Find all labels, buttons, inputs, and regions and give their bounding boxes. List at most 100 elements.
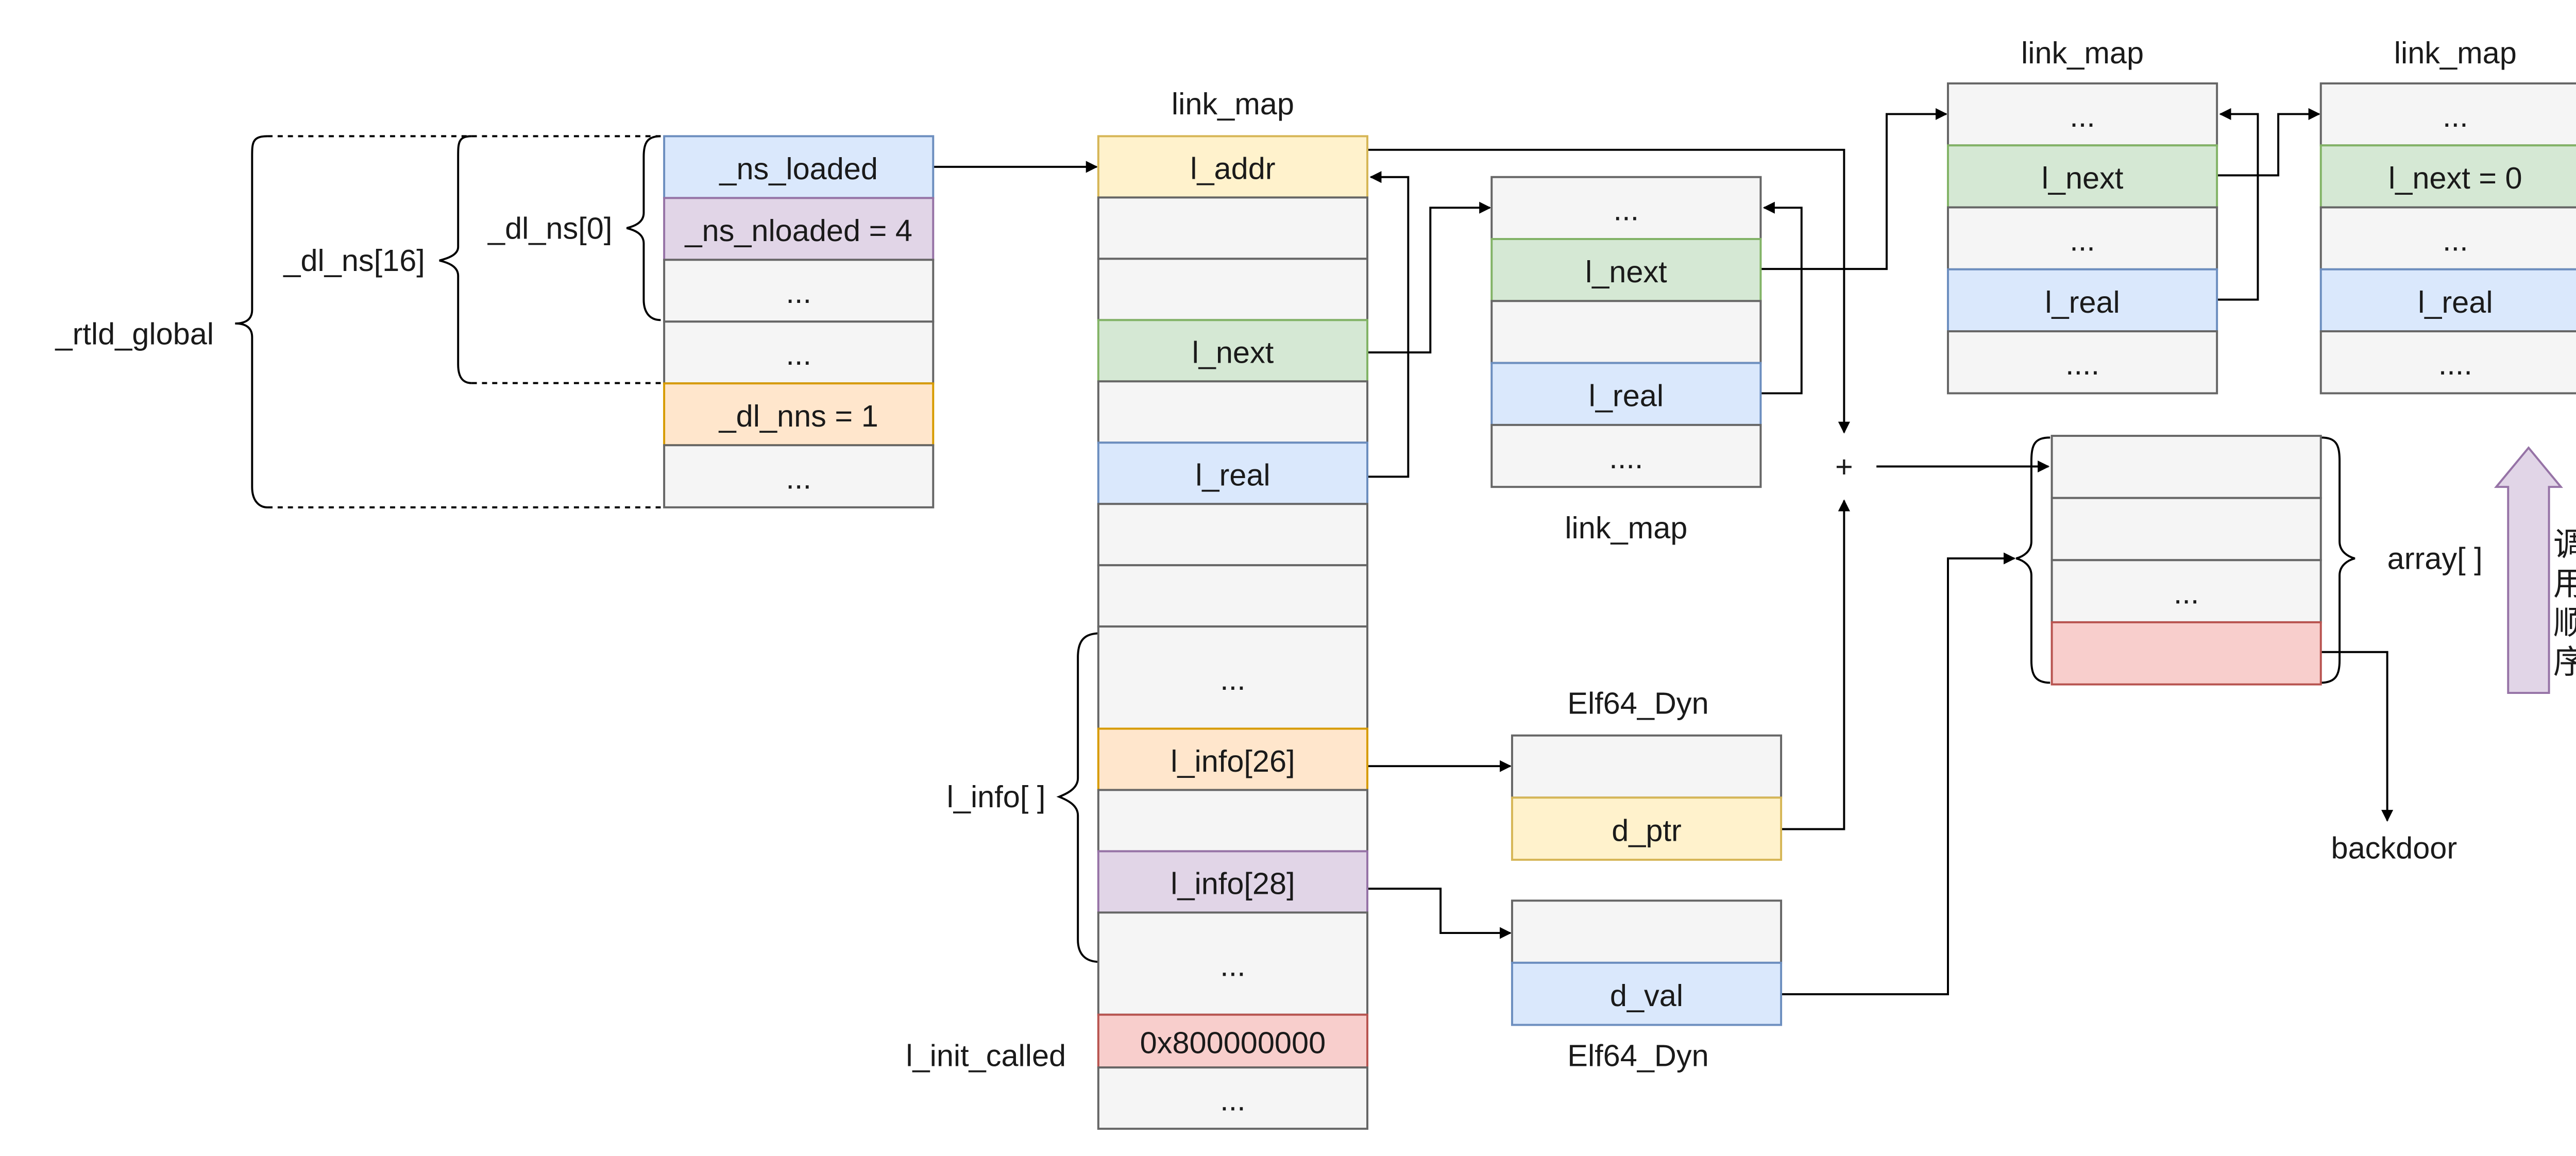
link-map-main-cell-label: l_real	[1195, 458, 1270, 492]
arrow-l-info28-to-dyn	[1367, 888, 1512, 939]
label-plus: +	[1835, 449, 1853, 484]
link-map-2-cell	[1490, 300, 1762, 364]
link-map-main-cell-label: l_addr	[1190, 151, 1275, 186]
link-map-main-cell	[1097, 1013, 1368, 1069]
link-map-4-cell	[2319, 330, 2576, 395]
link-map-main-cell	[1097, 441, 1368, 505]
link-map-main-cell-label: ...	[1220, 662, 1246, 696]
link-map-4-cell	[2319, 82, 2576, 147]
label-call-order: 调用顺序	[2553, 527, 2576, 681]
connectors	[235, 108, 2394, 996]
link-map-main-cell	[1097, 625, 1368, 730]
link-map-2-cell	[1490, 423, 1762, 488]
link-map-main-cell-label: l_next	[1192, 335, 1274, 370]
link-map-main-cell-label: ...	[1220, 948, 1246, 982]
link-map-3-cell	[1946, 82, 2218, 147]
link-map-3-cell	[1946, 330, 2218, 395]
arrow-l-addr-to-plus	[1367, 148, 1850, 434]
label-link-map-2: link_map	[1565, 511, 1687, 545]
call-order-char: 序	[2553, 644, 2576, 681]
rtld-cell	[663, 135, 935, 199]
elf64-dyn-2-cell-label: d_val	[1610, 978, 1683, 1013]
link-map-4-cell-label: ...	[2443, 223, 2468, 257]
call-order-char: 调	[2553, 527, 2576, 563]
link-map-main-struct: l_addr l_next l_real... l_info[26] l_info[28…	[1097, 135, 1368, 1130]
brace-rtld-global	[235, 135, 268, 508]
elf64-dyn-2-struct: d_val	[1511, 899, 1783, 1026]
link-map-3-cell	[1946, 144, 2218, 209]
elf64-dyn-1-cell	[1511, 734, 1783, 799]
elf64-dyn-1-cell	[1511, 796, 1783, 861]
label-l-info: l_info[ ]	[947, 779, 1046, 814]
link-map-3-struct: ...l_next...l_real....	[1946, 82, 2218, 395]
rtld-cell-label: _ns_nloaded = 4	[684, 213, 912, 248]
link-map-main-cell-label: l_info[28]	[1171, 866, 1295, 901]
link-map-3-cell-label: l_next	[2042, 161, 2124, 195]
label-backdoor: backdoor	[2331, 830, 2458, 865]
rtld-cell	[663, 197, 935, 261]
link-map-3-cell-label: ...	[2070, 223, 2095, 257]
label-l-init-called: l_init_called	[906, 1039, 1066, 1073]
elf64-dyn-1-struct: d_ptr	[1511, 734, 1783, 861]
rtld-cell	[663, 382, 935, 447]
arrow-l-real-self-3	[2217, 108, 2259, 301]
label-elf64-dyn-2: Elf64_Dyn	[1567, 1039, 1708, 1073]
arrow-l-next-to-link-map-2	[1367, 201, 1492, 354]
link-map-4-cell-label: l_real	[2418, 285, 2493, 319]
label-array: array[ ]	[2387, 541, 2483, 575]
link-map-main-cell	[1097, 1066, 1368, 1130]
arrow-l-real-self-1	[1367, 171, 1410, 478]
link-map-2-cell-label: l_real	[1589, 379, 1664, 413]
label-link-map-3: link_map	[2021, 36, 2144, 70]
array-cell	[2050, 621, 2322, 686]
link-map-3-cell	[1946, 206, 2218, 270]
link-map-main-cell	[1097, 258, 1368, 321]
link-map-main-cell	[1097, 503, 1368, 567]
link-map-3-cell-label: l_real	[2045, 285, 2120, 319]
link-map-2-struct: ...l_nextl_real....	[1490, 176, 1762, 488]
link-map-4-cell	[2319, 144, 2576, 209]
rtld-cell-label: _ns_loaded	[719, 151, 878, 186]
brace-l-info	[1056, 632, 1100, 963]
brace-dl-ns16	[439, 135, 472, 384]
arrow-array-to-backdoor	[2320, 651, 2394, 822]
label-elf64-dyn-1: Elf64_Dyn	[1567, 686, 1708, 720]
arrow-l-next-to-link-map-4	[2217, 108, 2320, 177]
link-map-4-cell-label: ....	[2438, 347, 2472, 381]
link-map-main-cell	[1097, 380, 1368, 444]
link-map-2-cell	[1490, 238, 1762, 302]
link-map-4-cell-label: l_next = 0	[2388, 161, 2522, 195]
call-order-arrow	[2494, 446, 2563, 694]
link-map-main-cell	[1097, 135, 1368, 199]
rtld-cell-label: ...	[786, 461, 811, 495]
call-order-char: 用	[2553, 566, 2576, 602]
arrow-d-ptr-to-plus	[1781, 499, 1850, 830]
link-map-3-cell	[1946, 268, 2218, 333]
link-map-main-cell-label: ...	[1220, 1082, 1246, 1117]
rtld-cell-label: ...	[786, 275, 811, 310]
rtld-cell	[663, 259, 935, 323]
brace-dl-ns0	[626, 135, 661, 321]
link-map-main-cell	[1097, 319, 1368, 383]
rtld-global-struct: _ns_loaded_ns_nloaded = 4......_dl_nns =…	[663, 135, 935, 508]
brace-array-left	[2015, 436, 2050, 684]
call-order-char: 顺	[2553, 605, 2576, 641]
arrow-l-next-to-link-map-3	[1760, 108, 1947, 270]
arrow-l-real-self-2	[1760, 201, 1803, 395]
elf64-dyn-2-cell	[1511, 899, 1783, 964]
link-map-3-cell-label: ...	[2070, 99, 2095, 133]
label-link-map-main: link_map	[1172, 87, 1294, 121]
array-cell-label: ...	[2174, 575, 2199, 610]
brace-array-right	[2320, 436, 2355, 684]
link-map-4-cell-label: ...	[2443, 99, 2468, 133]
elf64-dyn-2-cell	[1511, 961, 1783, 1026]
link-map-main-cell-label: l_info[26]	[1171, 744, 1295, 778]
elf64-dyn-1-cell-label: d_ptr	[1612, 813, 1682, 847]
link-map-main-cell	[1097, 789, 1368, 853]
label-link-map-4: link_map	[2394, 36, 2517, 70]
rtld-cell-label: ...	[786, 337, 811, 371]
label-rtld-global: _rtld_global	[55, 316, 214, 351]
label-dl-ns16: _dl_ns[16]	[283, 243, 425, 278]
